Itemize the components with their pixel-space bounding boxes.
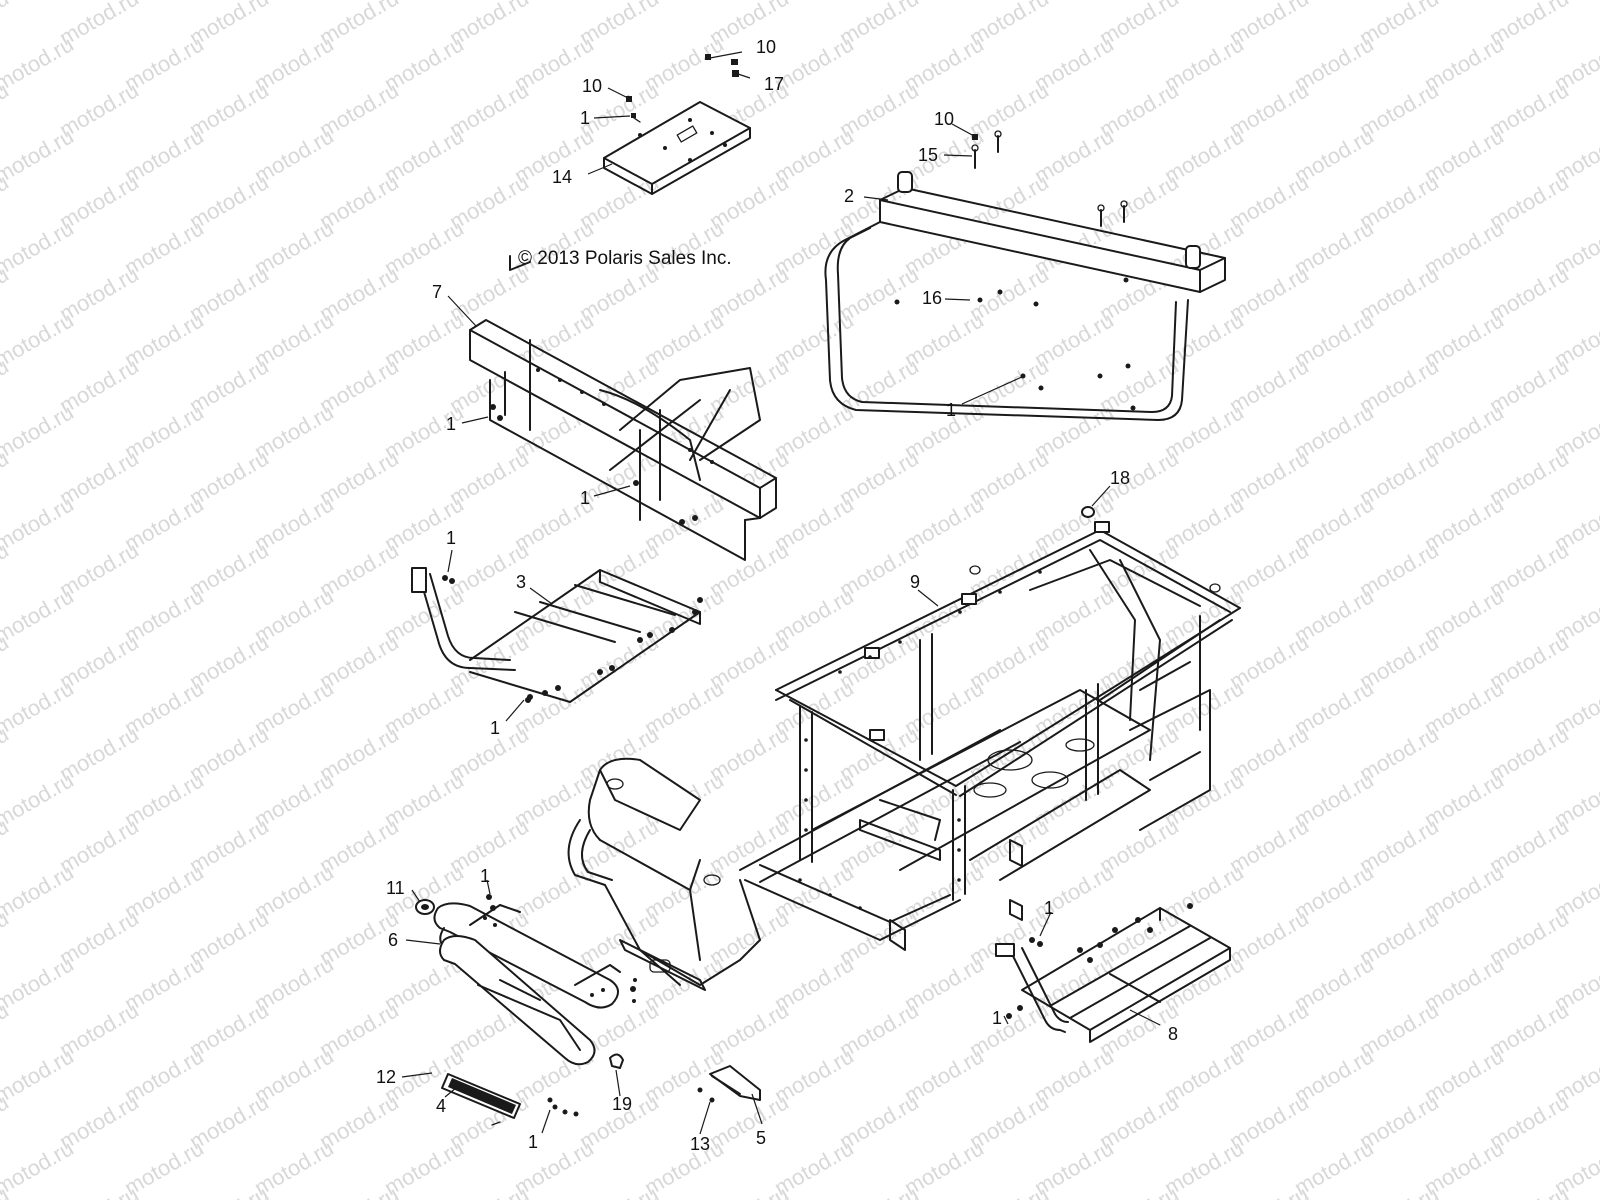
- watermark-text: motod.ru: [835, 1181, 923, 1200]
- callout-1: 1: [480, 866, 490, 886]
- callout-1: 1: [446, 528, 456, 548]
- callout-1: 1: [490, 718, 500, 738]
- part-19-clip: [609, 1053, 624, 1069]
- callout-9: 9: [910, 572, 920, 592]
- part-5-skid-plate: [697, 1065, 761, 1103]
- callout-4: 4: [436, 1096, 446, 1116]
- part-4-grille: [441, 1073, 521, 1126]
- part-9-main-chassis: [567, 506, 1241, 991]
- hardware-fasteners: [486, 894, 1012, 1117]
- watermark-text: motod.ru: [315, 1181, 403, 1200]
- callout-6: 6: [388, 930, 398, 950]
- watermark-text: motod.ru: [1355, 1181, 1443, 1200]
- part-3-left-floor-frame: [411, 567, 703, 703]
- part-6-front-bumper: [433, 902, 637, 1066]
- callout-18: 18: [1110, 468, 1130, 488]
- callout-10: 10: [582, 76, 602, 96]
- callout-1: 1: [580, 108, 590, 128]
- hardware-top-fasteners: [626, 54, 1128, 227]
- watermark-text: motod.ru: [705, 1181, 793, 1200]
- callout-8: 8: [1168, 1024, 1178, 1044]
- callout-1: 1: [946, 400, 956, 420]
- watermark-text: motod.ru: [0, 583, 78, 648]
- watermark-text: motod.ru: [0, 859, 78, 924]
- watermark-text: motod.ru: [1225, 1181, 1313, 1200]
- part-8-right-floor-frame: [995, 903, 1231, 1043]
- callout-1: 1: [446, 414, 456, 434]
- callout-15: 15: [918, 145, 938, 165]
- watermark-text: motod.ru: [0, 307, 78, 372]
- callout-1: 1: [580, 488, 590, 508]
- callout-19: 19: [612, 1094, 632, 1114]
- part-11-grommet: [415, 899, 435, 915]
- watermark-text: motod.ru: [1095, 1181, 1183, 1200]
- callout-12: 12: [376, 1067, 396, 1087]
- leader-lines: [401, 51, 1161, 1135]
- callout-1: 1: [1044, 898, 1054, 918]
- callout-16: 16: [922, 288, 942, 308]
- watermark-text: motod.ru: [0, 0, 78, 4]
- callout-10: 10: [934, 109, 954, 129]
- watermark-text: motod.ru: [0, 1135, 78, 1200]
- watermark-text: motod.ru: [0, 1043, 78, 1108]
- callout-2: 2: [844, 186, 854, 206]
- watermark-text: motod.ru: [0, 123, 78, 188]
- watermark-text: motod.ru: [0, 0, 13, 50]
- callout-13: 13: [690, 1134, 710, 1154]
- callout-7: 7: [432, 282, 442, 302]
- callout-17: 17: [764, 74, 784, 94]
- copyright-text: © 2013 Polaris Sales Inc.: [518, 248, 732, 269]
- watermark-text: motod.ru: [55, 1181, 143, 1200]
- callout-11: 11: [386, 878, 405, 898]
- part-2-cargo-rack: [824, 171, 1226, 421]
- watermark-text: motod.ru: [0, 31, 78, 96]
- part-14-plate: [603, 101, 751, 195]
- watermark-text: motod.ru: [0, 767, 78, 832]
- watermark-text: motod.ru: [0, 399, 78, 464]
- callout-1: 1: [528, 1132, 538, 1152]
- part-7-front-frame: [469, 255, 777, 561]
- watermark-text: motod.ru: [0, 215, 78, 280]
- callout-1: 1: [992, 1008, 1002, 1028]
- watermark-text: motod.ru: [445, 1181, 533, 1200]
- callout-5: 5: [756, 1128, 766, 1148]
- callout-14: 14: [552, 167, 572, 187]
- watermark-text: motod.ru: [965, 1181, 1053, 1200]
- watermark-text: motod.ru: [185, 1181, 273, 1200]
- callout-3: 3: [516, 572, 526, 592]
- callout-10: 10: [756, 37, 776, 57]
- watermark-text: motod.ru: [575, 1181, 663, 1200]
- callout-labels: 10 17 10 1 14 10 15 2 16 1 7 1 1 18 1 3 …: [376, 37, 1178, 1154]
- watermark-text: motod.ru: [0, 491, 78, 556]
- watermark-text: motod.ru: [0, 675, 78, 740]
- watermark-text: motod.ru: [1485, 1181, 1573, 1200]
- watermark-text: motod.ru: [0, 951, 78, 1016]
